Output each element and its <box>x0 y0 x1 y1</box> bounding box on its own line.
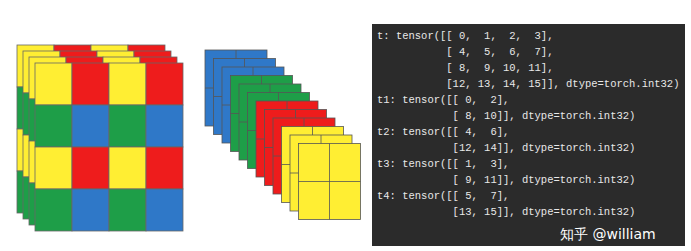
console-line: t: tensor([[ 0, 1, 2, 3], <box>377 28 553 44</box>
console-line: [ 9, 11]], dtype=torch.int32) <box>377 172 635 188</box>
console-line: t2: tensor([[ 4, 6], <box>377 124 509 140</box>
console-line: [ 4, 5, 6, 7], <box>377 44 553 60</box>
console-line: [ 8, 10]], dtype=torch.int32) <box>377 108 635 124</box>
console-line: t1: tensor([[ 0, 2], <box>377 92 509 108</box>
console-line: [13, 15]], dtype=torch.int32) <box>377 204 635 220</box>
watermark: 知乎 @william <box>560 226 656 244</box>
console-line: [12, 13, 14, 15]], dtype=torch.int32) <box>377 76 679 92</box>
console-line: [12, 14]], dtype=torch.int32) <box>377 140 635 156</box>
console-line: [ 8, 9, 10, 11], <box>377 60 553 76</box>
console-line: t3: tensor([[ 1, 3], <box>377 156 509 172</box>
console-line: t4: tensor([[ 5, 7], <box>377 188 509 204</box>
